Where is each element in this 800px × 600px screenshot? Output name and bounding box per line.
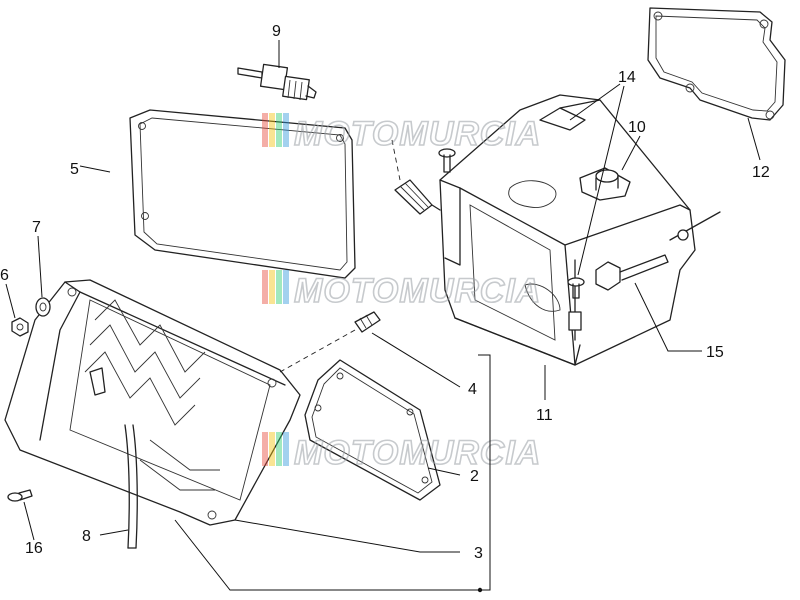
gasket-12 bbox=[647, 7, 786, 121]
callout-4: 4 bbox=[468, 381, 477, 398]
leader-lines bbox=[5, 40, 761, 593]
gasket-5 bbox=[129, 109, 356, 279]
nut-6 bbox=[11, 317, 29, 337]
cylinder-head-cover-11 bbox=[439, 94, 721, 366]
screw-14-upper bbox=[438, 148, 456, 173]
callout-9: 9 bbox=[272, 23, 281, 40]
washer-7 bbox=[35, 297, 51, 317]
stud-bolt bbox=[391, 139, 441, 215]
callout-14: 14 bbox=[618, 69, 636, 86]
callout-12: 12 bbox=[752, 164, 770, 181]
callout-11: 11 bbox=[536, 407, 553, 424]
callout-16: 16 bbox=[25, 540, 43, 557]
screw-4 bbox=[279, 311, 381, 373]
callout-2: 2 bbox=[470, 468, 479, 485]
callout-5: 5 bbox=[70, 161, 79, 178]
callout-6: 6 bbox=[0, 267, 9, 284]
watermark-middle: MOTOMURCIA bbox=[262, 270, 541, 311]
watermark-bottom: MOTOMURCIA bbox=[262, 432, 541, 473]
spark-plug-9 bbox=[237, 63, 317, 101]
callout-3: 3 bbox=[474, 545, 483, 562]
svg-text:MOTOMURCIA: MOTOMURCIA bbox=[294, 434, 541, 472]
watermark-top: MOTOMURCIA bbox=[262, 113, 541, 154]
bolt-15 bbox=[595, 254, 669, 291]
callout-10: 10 bbox=[628, 119, 646, 136]
svg-text:MOTOMURCIA: MOTOMURCIA bbox=[294, 115, 541, 153]
callout-15: 15 bbox=[706, 344, 724, 361]
callout-7: 7 bbox=[32, 219, 41, 236]
breather-hose-8 bbox=[124, 424, 138, 549]
gasket-2 bbox=[304, 359, 441, 501]
callout-8: 8 bbox=[82, 528, 91, 545]
screw-14-lower bbox=[567, 277, 585, 299]
screw-16 bbox=[7, 489, 33, 502]
valve-cover-3 bbox=[4, 279, 301, 526]
svg-text:MOTOMURCIA: MOTOMURCIA bbox=[294, 272, 541, 310]
